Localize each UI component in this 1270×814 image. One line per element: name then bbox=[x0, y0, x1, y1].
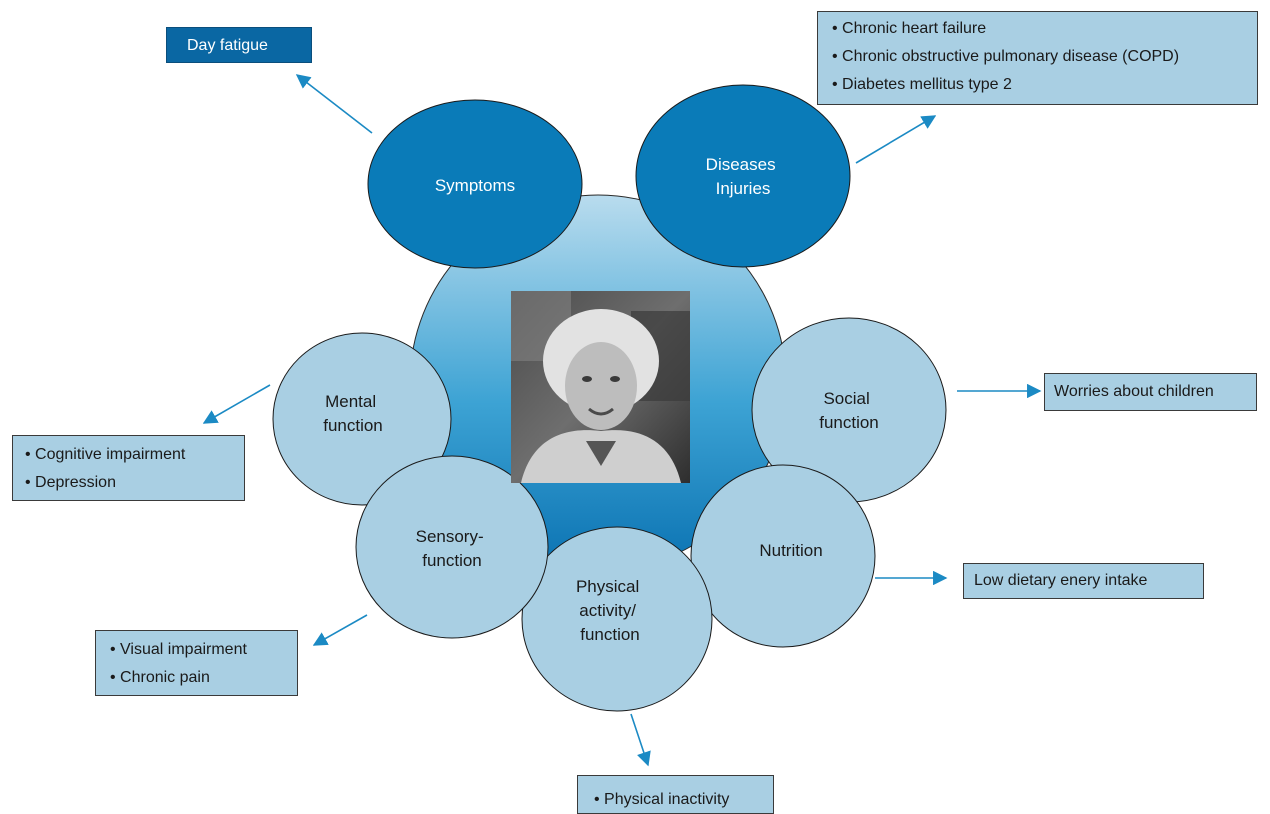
box-day-fatigue-text: Day fatigue bbox=[187, 37, 268, 54]
node-nutrition bbox=[690, 464, 876, 648]
arrow-diseases bbox=[855, 115, 937, 164]
svg-text:Symptoms: Symptoms bbox=[435, 176, 515, 195]
box-physical: Physical inactivity bbox=[577, 775, 774, 814]
arrow-symptoms bbox=[295, 74, 373, 134]
svg-text:Mental function: Mental function bbox=[323, 392, 383, 435]
node-sensory-label-2: function bbox=[422, 551, 482, 570]
box-diseases: Chronic heart failure Chronic obstructiv… bbox=[817, 11, 1258, 105]
node-physical bbox=[521, 526, 713, 712]
arrow-sensory bbox=[312, 614, 368, 646]
list-item: Chronic obstructive pulmonary disease (C… bbox=[832, 43, 1257, 71]
node-symptoms bbox=[367, 99, 583, 269]
svg-text:Social function: Social function bbox=[819, 389, 879, 432]
arrow-physical bbox=[630, 713, 651, 767]
box-social: Worries about children bbox=[1044, 373, 1257, 411]
node-sensory bbox=[355, 455, 549, 639]
node-diseases-label-2: Injuries bbox=[716, 179, 771, 198]
node-mental-label-1: Mental bbox=[325, 392, 376, 411]
node-physical-label-2: activity/ bbox=[579, 601, 636, 620]
box-nutrition-text: Low dietary enery intake bbox=[974, 572, 1148, 589]
box-social-text: Worries about children bbox=[1054, 383, 1214, 400]
list-item: Visual impairment bbox=[110, 636, 297, 664]
box-nutrition: Low dietary enery intake bbox=[963, 563, 1204, 599]
node-physical-label-1: Physical bbox=[576, 577, 639, 596]
list-item: Chronic pain bbox=[110, 664, 297, 692]
svg-text:Nutrition: Nutrition bbox=[759, 541, 822, 560]
node-social-label-2: function bbox=[819, 413, 879, 432]
svg-text:Physical activity/ fun: Physical activity/ function bbox=[576, 577, 644, 644]
svg-text:Diseases Injuries: Diseases Injuries bbox=[706, 155, 781, 198]
box-mental: Cognitive impairment Depression bbox=[12, 435, 245, 501]
list-item: Diabetes mellitus type 2 bbox=[832, 71, 1257, 99]
arrow-mental bbox=[202, 384, 271, 424]
node-diseases bbox=[635, 84, 851, 268]
svg-text:Sensory- function: Sensory- function bbox=[416, 527, 489, 570]
box-sensory: Visual impairment Chronic pain bbox=[95, 630, 298, 696]
box-day-fatigue: Day fatigue bbox=[166, 27, 312, 63]
node-nutrition-label: Nutrition bbox=[759, 541, 822, 560]
list-item: Cognitive impairment bbox=[25, 441, 244, 469]
node-social-label-1: Social bbox=[823, 389, 869, 408]
node-diseases-label-1: Diseases bbox=[706, 155, 776, 174]
portrait-photo bbox=[511, 291, 690, 483]
node-mental bbox=[272, 332, 452, 506]
node-symptoms-label: Symptoms bbox=[435, 176, 515, 195]
list-item: Chronic heart failure bbox=[832, 15, 1257, 43]
list-item: Depression bbox=[25, 469, 244, 497]
node-sensory-label-1: Sensory- bbox=[416, 527, 484, 546]
node-physical-label-3: function bbox=[580, 625, 640, 644]
list-item: Physical inactivity bbox=[594, 786, 773, 814]
node-mental-label-2: function bbox=[323, 416, 383, 435]
